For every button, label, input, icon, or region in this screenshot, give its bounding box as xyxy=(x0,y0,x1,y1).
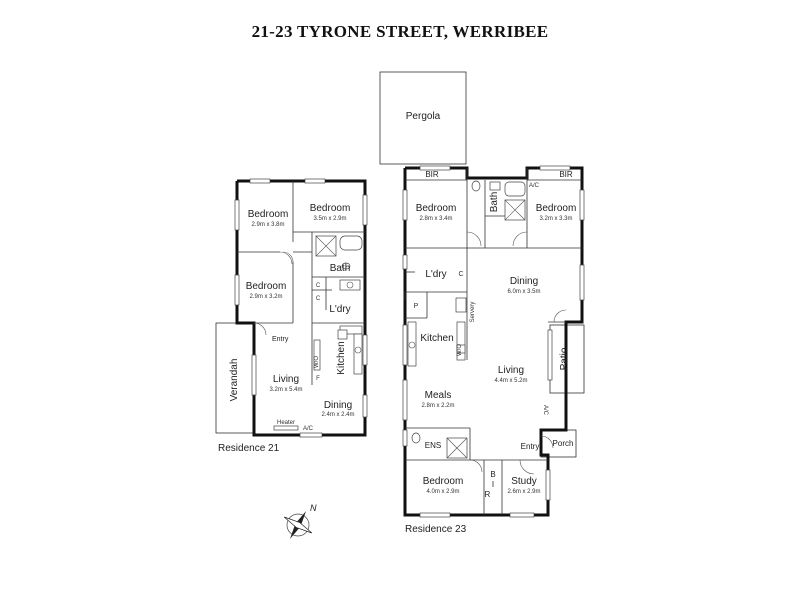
r23-bath-label: Bath xyxy=(489,192,500,213)
r21-bedroom2-dim: 3.5m x 2.9m xyxy=(313,216,346,222)
r23-bir-top-left-label: BIR xyxy=(425,170,439,179)
compass-north-label: N xyxy=(310,503,317,513)
r21-ac-mark: A/C xyxy=(303,426,314,432)
r23-bir-top-right-label: BIR xyxy=(559,170,573,179)
residence-21-outer-wall xyxy=(235,179,367,437)
r23-dining-label: Dining xyxy=(510,276,538,287)
r23-ac-top-mark: A/C xyxy=(529,183,540,189)
r23-wall-oven-mark: W/O xyxy=(457,344,463,356)
r21-bedroom3-dim: 2.9m x 3.2m xyxy=(249,294,282,300)
r21-living-dim: 3.2m x 5.4m xyxy=(269,387,302,393)
r21-bedroom2-label: Bedroom xyxy=(310,203,351,214)
r23-pantry-mark: P xyxy=(414,303,419,310)
r23-meals-label: Meals xyxy=(425,390,452,401)
r23-cupboard-mark: C xyxy=(458,271,463,278)
r23-bedroom-left-label: Bedroom xyxy=(416,203,457,214)
r23-porch-label: Porch xyxy=(553,439,574,448)
residence-21: Bedroom 2.9m x 3.8m Bedroom 3.5m x 2.9m … xyxy=(215,178,368,454)
r21-fridge-mark: F xyxy=(316,376,320,382)
r21-entry-label: Entry xyxy=(272,336,289,343)
compass-rose-icon: N xyxy=(283,503,317,539)
r23-living-label: Living xyxy=(498,365,524,376)
r23-living-dim: 4.4m x 5.2m xyxy=(494,378,527,384)
r21-verandah-label: Verandah xyxy=(229,359,240,402)
plan-title: 21-23 TYRONE STREET, WERRIBEE xyxy=(251,22,549,41)
r23-bedroom-right-label: Bedroom xyxy=(536,203,577,214)
r23-laundry-label: L'dry xyxy=(425,269,446,280)
pergola-area xyxy=(379,71,467,165)
residence-23-caption: Residence 23 xyxy=(405,524,467,535)
r21-bedroom1-label: Bedroom xyxy=(248,209,289,220)
r23-ac-side-mark: A/C xyxy=(542,405,548,416)
r21-living-label: Living xyxy=(273,374,299,385)
r23-ens-label: ENS xyxy=(425,441,441,450)
r21-dining-label: Dining xyxy=(324,400,352,411)
r21-bath-label: Bath xyxy=(330,263,351,274)
residence-23: Pergola BIR BIR Bedroom 2.8m x 3.4m Bath… xyxy=(379,71,585,535)
r21-bedroom3-label: Bedroom xyxy=(246,281,287,292)
r23-entry-label: Entry xyxy=(521,442,540,451)
r23-dining-dim: 6.0m x 3.5m xyxy=(507,289,540,295)
r21-bedroom1-dim: 2.9m x 3.8m xyxy=(251,222,284,228)
r23-bedroom-right-dim: 3.2m x 3.3m xyxy=(539,216,572,222)
r23-pergola-label: Pergola xyxy=(406,111,441,122)
r21-cupboard-mark-2: C xyxy=(316,296,321,302)
r21-kitchen-label: Kitchen xyxy=(336,341,347,374)
r23-bedroom-left-dim: 2.8m x 3.4m xyxy=(419,216,452,222)
r21-wall-oven-mark: W/O xyxy=(314,356,320,368)
r23-bedroom-bottom-dim: 4.0m x 2.9m xyxy=(426,489,459,495)
r21-dining-dim: 2.4m x 2.4m xyxy=(321,412,354,418)
r21-heater-mark: Heater xyxy=(277,420,295,426)
r23-kitchen-label: Kitchen xyxy=(420,333,453,344)
r23-servery-mark: Servery xyxy=(470,302,476,323)
r23-study-dim: 2.6m x 2.9m xyxy=(507,489,540,495)
residence-21-caption: Residence 21 xyxy=(218,443,280,454)
r23-study-label: Study xyxy=(511,476,537,487)
r21-laundry-label: L'dry xyxy=(329,304,350,315)
r21-cupboard-mark-1: C xyxy=(316,283,321,289)
r23-bedroom-bottom-label: Bedroom xyxy=(423,476,464,487)
r23-patio-label: Patio xyxy=(559,347,570,370)
r23-meals-dim: 2.8m x 2.2m xyxy=(421,403,454,409)
